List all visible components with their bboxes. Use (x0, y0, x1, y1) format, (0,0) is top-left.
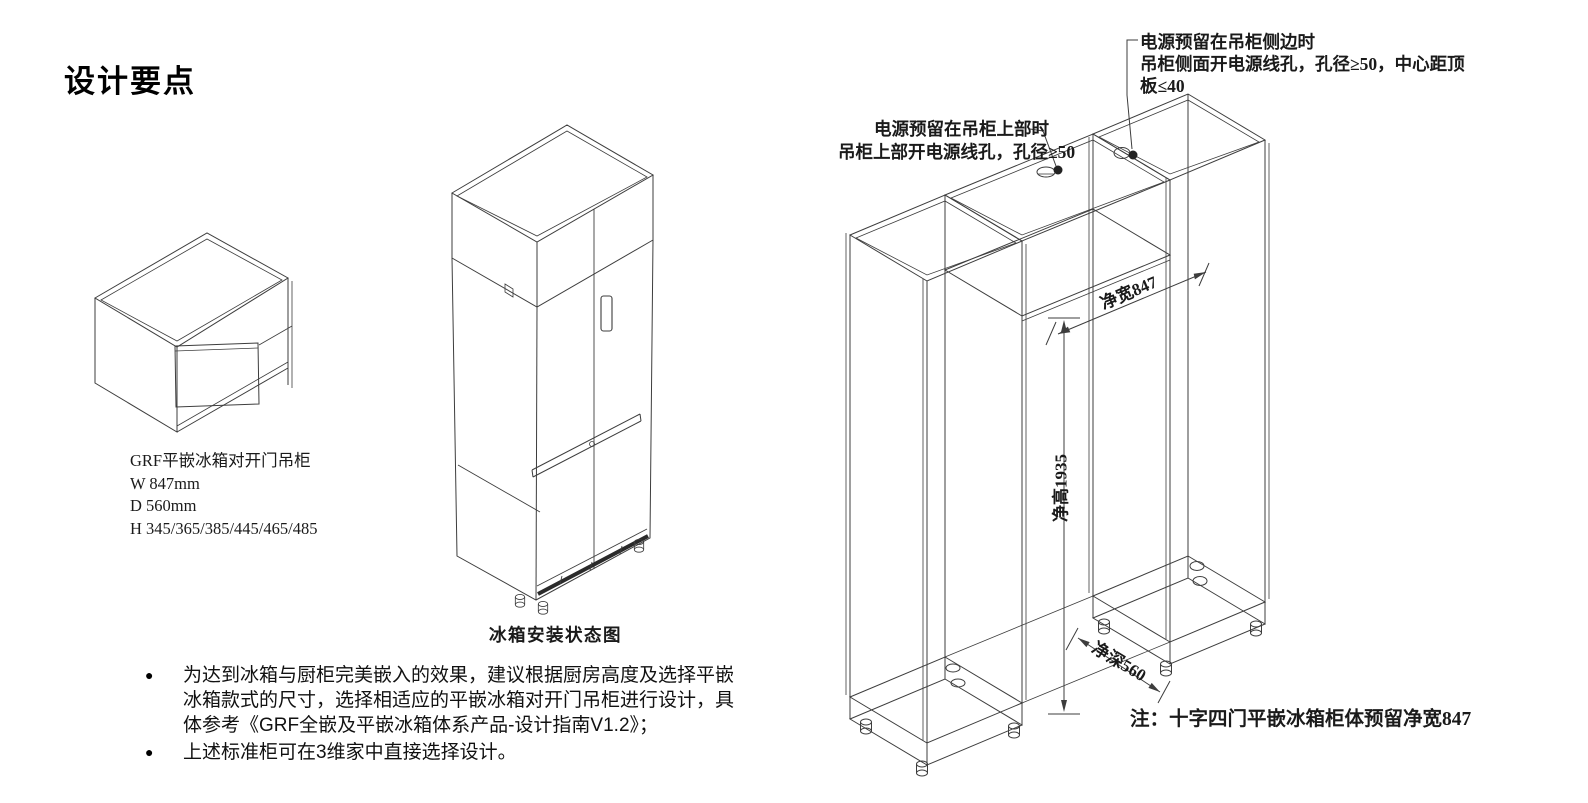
niche-note: 注：十字四门平嵌冰箱柜体预留净宽847 (1130, 709, 1472, 730)
niche-drawing (845, 39, 1270, 777)
wall-cabinet-height: H 345/365/385/445/465/485 (130, 518, 318, 538)
wall-cabinet-spec: GRF平嵌冰箱对开门吊柜 W 847mm D 560mm H 345/365/3… (130, 450, 317, 540)
leader-side-annotation (1126, 39, 1138, 150)
dim-depth-lines (1065, 627, 1171, 704)
bullet-text-1: 为达到冰箱与厨柜完美嵌入的效果，建议根据厨房高度及选择平嵌冰箱款式的尺寸，选择相… (183, 665, 735, 736)
wall-cabinet-name: GRF平嵌冰箱对开门吊柜 (130, 451, 311, 470)
annotation-power-side-line1: 电源预留在吊柜侧边时 (1140, 32, 1315, 52)
bullet-text-2: 上述标准柜可在3维家中直接选择设计。 (183, 742, 517, 763)
left-column (845, 194, 1027, 777)
bullet-list: ● 为达到冰箱与厨柜完美嵌入的效果，建议根据厨房高度及选择平嵌冰箱款式的尺寸，选… (145, 663, 785, 767)
annotation-power-top-line2: 吊柜上部开电源线孔，孔径≥50 (838, 142, 1076, 162)
power-hole-side (1113, 147, 1138, 160)
annotation-power-side-line3: 板≤40 (1140, 76, 1185, 96)
power-hole-top (1036, 165, 1063, 178)
page-title: 设计要点 (64, 64, 196, 99)
leader-top-annotation (1029, 128, 1057, 167)
bullet-item-2: ● 上述标准柜可在3维家中直接选择设计。 (145, 740, 785, 765)
wall-cabinet-drawing (94, 232, 293, 433)
wall-cabinet-width: W 847mm (130, 473, 200, 493)
bullet-dot: ● (145, 744, 154, 760)
annotation-power-side: 电源预留在吊柜侧边时 吊柜侧面开电源线孔，孔径≥50，中心距顶 板≤40 (1140, 31, 1465, 97)
annotation-power-top-line1: 电源预留在吊柜上部时 (874, 119, 1049, 139)
bullet-item-1: ● 为达到冰箱与厨柜完美嵌入的效果，建议根据厨房高度及选择平嵌冰箱款式的尺寸，选… (145, 663, 785, 738)
dim-height-label: 净高1935 (1051, 454, 1071, 522)
wall-cabinet-depth: D 560mm (130, 496, 197, 515)
right-column (1088, 93, 1270, 677)
bullet-dot: ● (145, 667, 154, 683)
bridge-cabinet (943, 133, 1172, 704)
dim-width-lines (1045, 262, 1210, 346)
annotation-power-side-line2: 吊柜侧面开电源线孔，孔径≥50，中心距顶 (1140, 54, 1465, 74)
fridge-caption: 冰箱安装状态图 (489, 625, 622, 645)
dim-height-lines (1048, 317, 1080, 715)
fridge-drawing (451, 124, 654, 615)
